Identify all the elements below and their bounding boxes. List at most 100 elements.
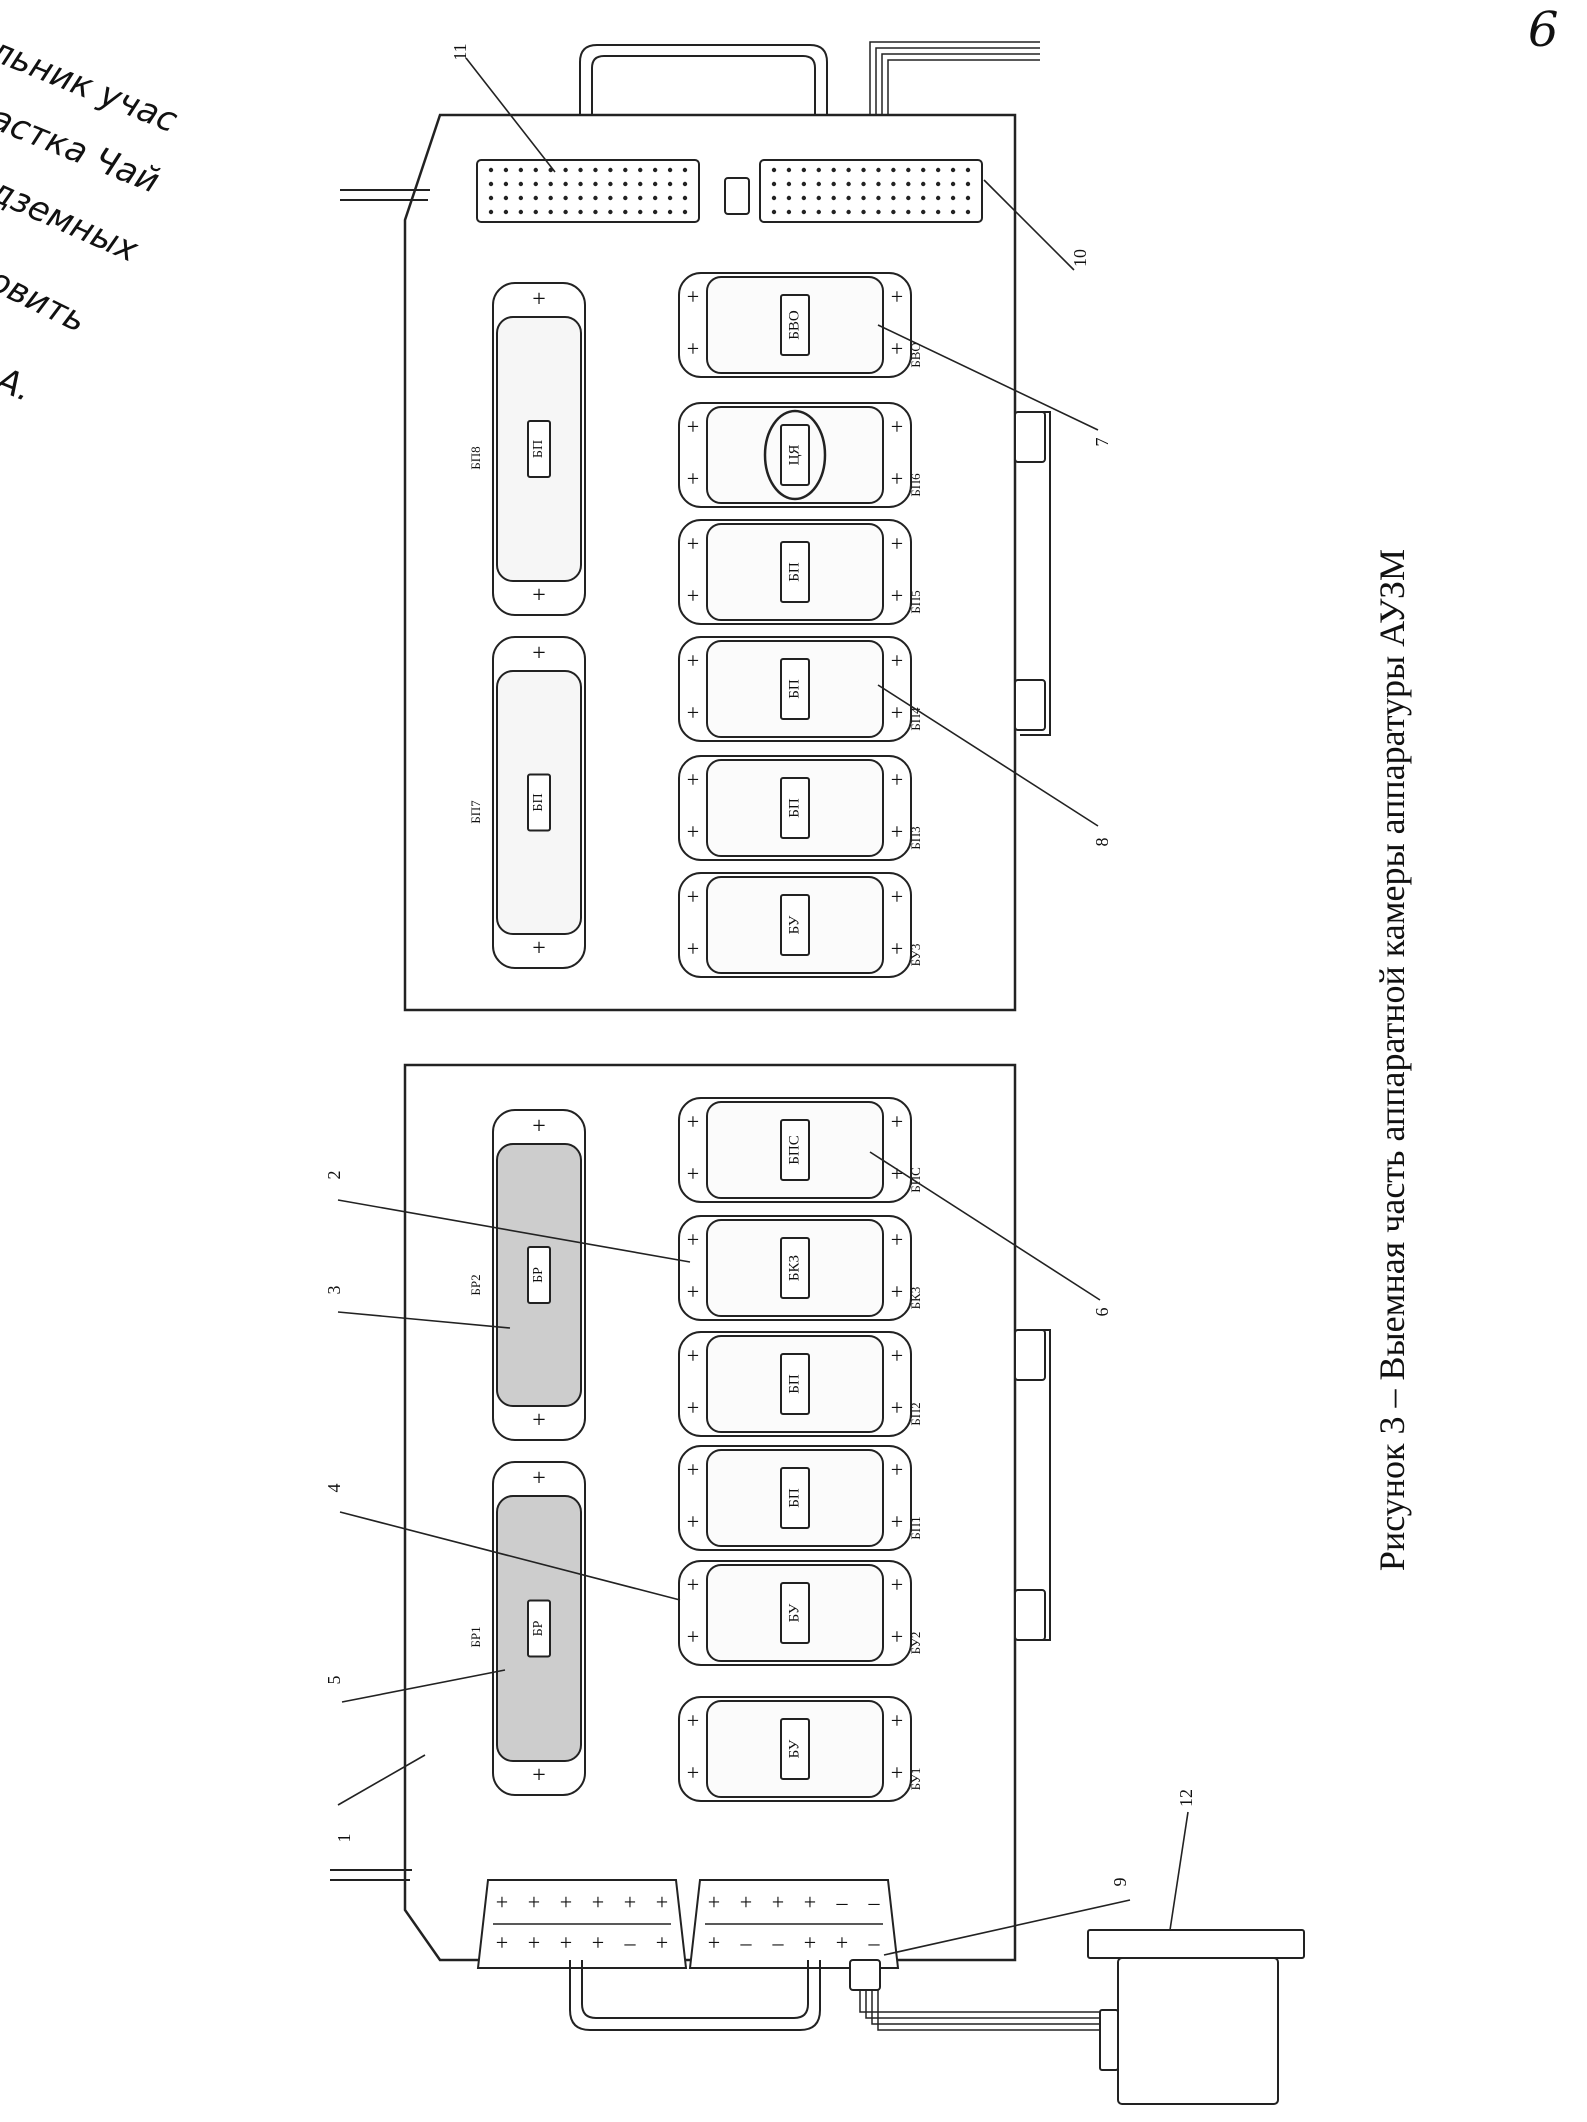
bottom-slot-5-center-label: БУ <box>786 1603 802 1622</box>
page-number: 6 <box>1528 2 1559 58</box>
terminal-block-right-mark-1-1: – <box>740 1930 753 1955</box>
bottom-slot-5-plus-3: + <box>891 1572 903 1597</box>
bottom-slot-1-plus-2: + <box>687 1161 699 1186</box>
bottom-slot-5-side-label: БУ2 <box>908 1632 923 1655</box>
top-slot-3-center-group: БП <box>780 541 810 603</box>
terminal-block-left-mark-0-5: + <box>656 1890 668 1915</box>
bottom-slot-3-center-frame <box>780 1353 810 1415</box>
top-slot-3-plus-3: + <box>891 531 903 556</box>
bottom-slot-1-center-group: БПС <box>780 1119 810 1181</box>
terminal-block-left-mark-0-2: + <box>560 1890 572 1915</box>
terminal-block-right-mark-1-3: + <box>804 1930 816 1955</box>
cable-gland <box>849 1959 881 1991</box>
top-slot-6-center-group: БУ <box>780 894 810 956</box>
bottom-slot-5-center-frame <box>780 1582 810 1644</box>
bottom-slot-1-plus-4: + <box>891 1161 903 1186</box>
bottom-slot-5-center-group: БУ <box>780 1582 810 1644</box>
top-slot-2-side-label: БП6 <box>908 473 923 497</box>
connector-right-body <box>759 159 983 223</box>
top-slot-2-center-frame <box>780 424 810 486</box>
cya-ring <box>763 409 827 501</box>
bottom-slot-6-outer <box>678 1696 912 1802</box>
callout-line-2 <box>337 1199 691 1263</box>
top-slot-4-side-label: БП4 <box>908 707 923 731</box>
bottom-large-2-plus-1: + <box>532 1466 546 1492</box>
top-large-2-center-group: БП <box>527 773 551 832</box>
top-slot-1-plus-1: + <box>687 284 699 309</box>
callout-line-1 <box>337 1754 426 1806</box>
top-slot-3-plus-2: + <box>687 583 699 608</box>
bottom-slot-2-plus-3: + <box>891 1227 903 1252</box>
top-slot-1-center-frame <box>780 294 810 356</box>
terminal-block-left-mark-1-5: + <box>656 1930 668 1955</box>
top-large-1-plus-2: + <box>532 583 546 609</box>
bottom-slot-6-center-frame <box>780 1718 810 1780</box>
terminal-block-left-mark-1-1: + <box>528 1930 540 1955</box>
top-slot-1-plus-4: + <box>891 336 903 361</box>
bottom-slot-5-plus-4: + <box>891 1624 903 1649</box>
callout-3: 3 <box>324 1286 344 1295</box>
bottom-handle-inner <box>581 1960 809 2019</box>
bottom-cable-4 <box>877 1960 1120 2031</box>
terminal-block-left-mark-1-0: + <box>496 1930 508 1955</box>
terminal-block-right-mark-0-3: + <box>804 1890 816 1915</box>
bottom-slot-6-center-group: БУ <box>780 1718 810 1780</box>
bottom-large-2-outer <box>492 1461 586 1796</box>
top-side-clamp-2 <box>1014 679 1046 731</box>
top-slot-6-side-label: БУ3 <box>908 944 923 967</box>
top-handle <box>579 44 828 115</box>
connector-left-body <box>476 159 700 223</box>
top-slot-1-side-label: БВО <box>908 342 923 368</box>
top-slot-5-plus-2: + <box>687 819 699 844</box>
bottom-slot-2-center-label: БКЗ <box>786 1255 802 1281</box>
bottom-slot-4-plus-2: + <box>687 1509 699 1534</box>
top-slot-3-plus-1: + <box>687 531 699 556</box>
unit-12-body <box>1117 1957 1279 2105</box>
top-panel-outline <box>403 113 1017 1012</box>
bottom-large-1-outer <box>492 1109 586 1441</box>
bottom-slot-5-outer <box>678 1560 912 1666</box>
bottom-slot-4-plus-4: + <box>891 1509 903 1534</box>
top-slot-6-plus-1: + <box>687 884 699 909</box>
top-slot-5-plus-3: + <box>891 767 903 792</box>
terminal-block-right-mark-0-0: + <box>708 1890 720 1915</box>
bottom-cable-3 <box>871 1960 1120 2025</box>
top-large-1-center-label: БП <box>531 440 546 458</box>
top-slot-3-side-label: БП5 <box>908 590 923 613</box>
connector-left <box>476 159 700 223</box>
top-slot-2-outer <box>678 402 912 508</box>
top-slot-3-plus-4: + <box>891 583 903 608</box>
bottom-large-1-center-label: БР <box>531 1267 546 1283</box>
bottom-slot-6-plus-2: + <box>687 1760 699 1785</box>
top-slot-1-center-label: БВО <box>786 310 802 340</box>
bottom-side-clamp-2 <box>1014 1589 1046 1641</box>
top-large-1-side-label: БП8 <box>468 446 483 469</box>
terminal-block-right-mark-1-5: – <box>868 1930 881 1955</box>
terminal-block-left-mark-0-1: + <box>528 1890 540 1915</box>
bottom-side-clamp-1 <box>1014 1329 1046 1381</box>
callout-12: 12 <box>1176 1789 1196 1807</box>
unit-12-flange <box>1087 1929 1305 1959</box>
callout-9: 9 <box>1110 1878 1130 1887</box>
connector-right <box>759 159 983 223</box>
bottom-slot-6-plus-4: + <box>891 1760 903 1785</box>
top-large-2-plus-2: + <box>532 936 546 962</box>
bottom-large-1-plus-2: + <box>532 1408 546 1434</box>
callout-2: 2 <box>324 1171 344 1180</box>
bottom-slot-4-side-label: БП1 <box>908 1516 923 1539</box>
top-slot-4-outer <box>678 636 912 742</box>
bottom-slot-3-side-label: БП2 <box>908 1402 923 1425</box>
bottom-slot-2-center-group: БКЗ <box>780 1237 810 1299</box>
top-slot-6-plus-3: + <box>891 884 903 909</box>
top-large-2-outer <box>492 636 586 969</box>
top-slot-3: + + + + БП5 БП <box>678 519 923 625</box>
callout-5: 5 <box>324 1676 344 1685</box>
bottom-slot-4-outer <box>678 1445 912 1551</box>
callout-8: 8 <box>1092 838 1112 847</box>
